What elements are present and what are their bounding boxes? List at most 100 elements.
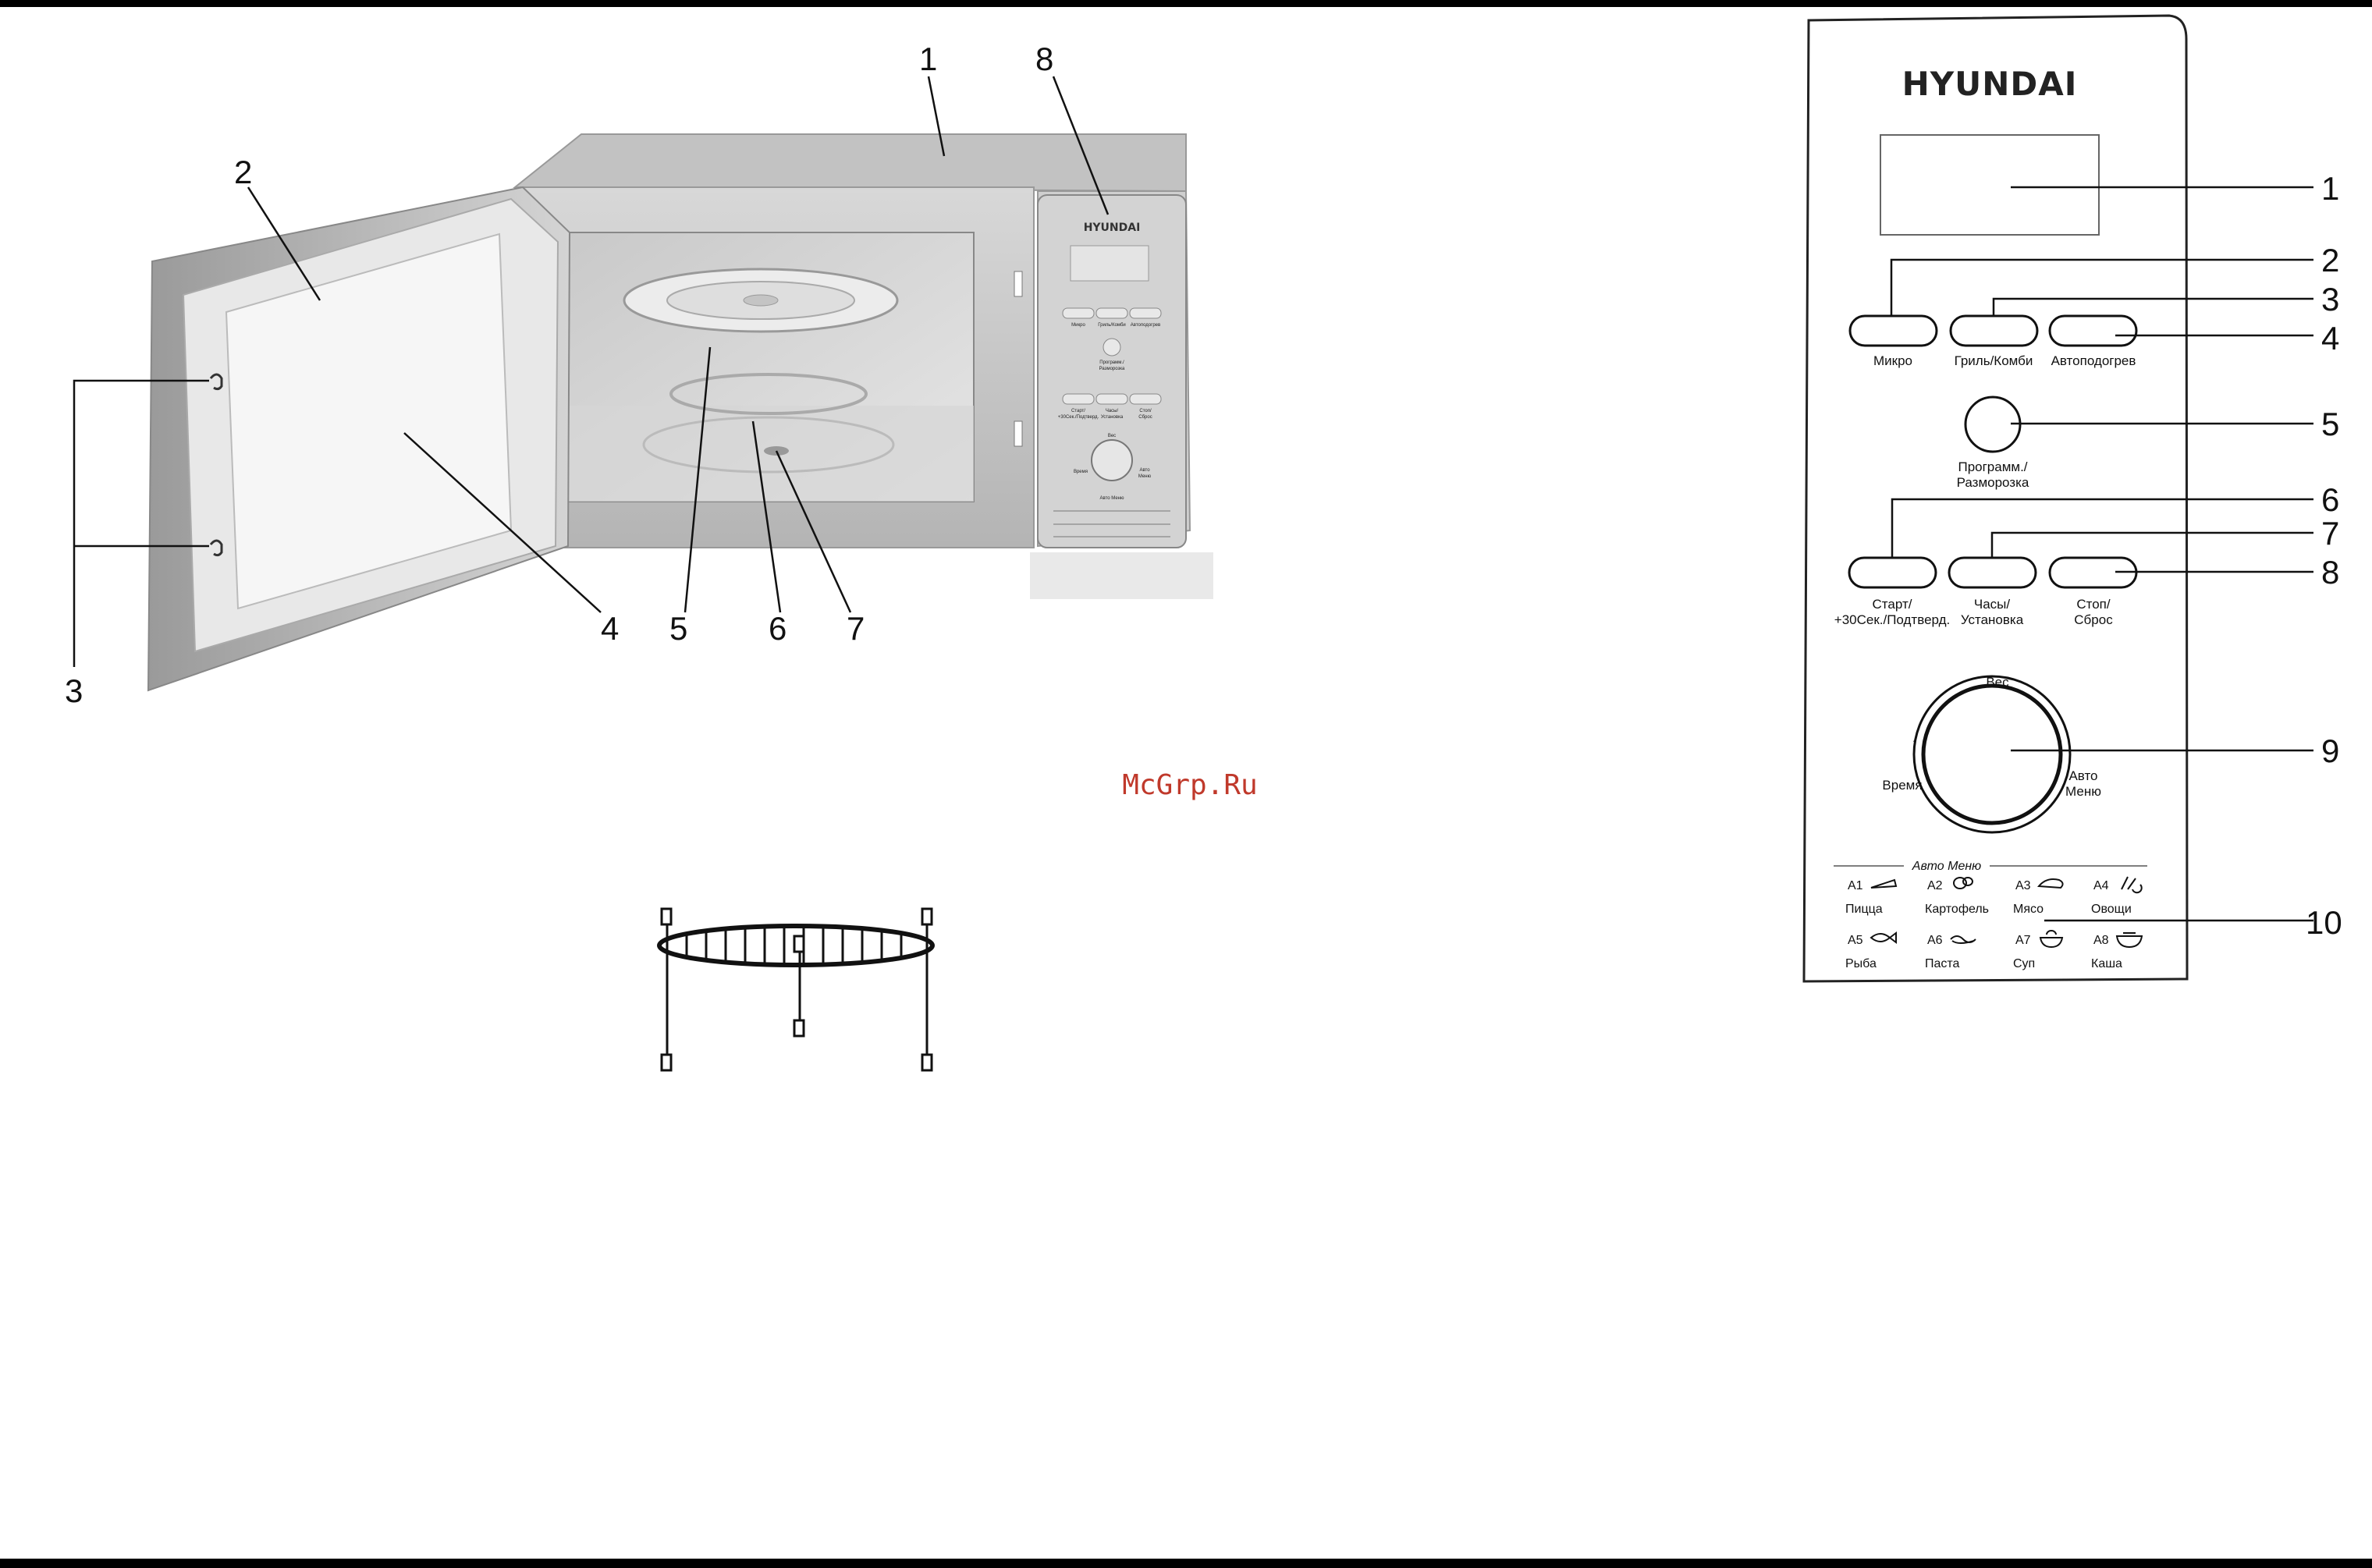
panel-callout-5: 5 (2321, 406, 2339, 442)
panel-callouts: 1 2 3 4 5 6 7 8 9 10 (2306, 170, 2342, 941)
callout-1: 1 (919, 41, 937, 77)
auto-menu-code: A2 (1927, 879, 1943, 892)
auto-reheat-label: Автоподогрев (2051, 353, 2136, 368)
panel-callout-7: 7 (2321, 515, 2339, 552)
mini-control-panel (1037, 194, 1187, 548)
porridge-icon (2115, 932, 2143, 949)
top-border (0, 0, 2372, 7)
door-hooks (209, 373, 223, 557)
mini-label-program2: Разморозка (1099, 367, 1125, 371)
micro-label: Микро (1873, 353, 1912, 368)
display (1880, 134, 2100, 236)
mini-auto-title: Авто Меню (1100, 496, 1124, 501)
auto-reheat-button[interactable] (2048, 314, 2138, 347)
floor-track (642, 416, 895, 474)
grill-combi-label: Гриль/Комби (1955, 353, 2033, 368)
auto-menu-code: A6 (1927, 934, 1943, 947)
auto-menu-name: Картофель (1925, 903, 1989, 916)
auto-menu-code: A3 (2015, 879, 2031, 892)
panel-callout-4: 4 (2321, 320, 2339, 357)
microwave-callouts: 1 2 3 4 5 6 7 8 (65, 41, 1053, 709)
mini-label-clock: Часы/ (1106, 409, 1119, 413)
microwave-top (513, 133, 1187, 193)
mini-dial-left: Время (1074, 470, 1088, 474)
micro-button[interactable] (1848, 314, 1938, 347)
vegetables-icon (2121, 876, 2143, 894)
mini-program-button (1103, 338, 1121, 357)
callout-4: 4 (601, 610, 619, 647)
auto-menu-code: A1 (1848, 879, 1863, 892)
callout-5: 5 (669, 610, 687, 647)
panel-callout-10: 10 (2306, 904, 2342, 941)
callout-8: 8 (1035, 41, 1053, 77)
mini-label-start2: +30Сек./Подтверд. (1058, 415, 1099, 420)
meat-icon (2036, 878, 2064, 889)
panel-leaders (1890, 186, 2313, 922)
mini-display (1070, 245, 1149, 282)
mini-label-micro: Микро (1071, 323, 1085, 328)
callout-3: 3 (65, 672, 83, 709)
panel-callout-2: 2 (2321, 242, 2339, 278)
clock-label-line1: Часы/ (1974, 597, 2011, 612)
auto-menu-name: Пицца (1845, 903, 1883, 916)
callout-6: 6 (769, 610, 787, 647)
auto-menu-name: Мясо (2013, 903, 2044, 916)
roller-ring (669, 373, 868, 415)
pasta-icon (1950, 935, 1976, 944)
callout-7: 7 (847, 610, 865, 647)
program-label-line1: Программ./ (1958, 459, 2027, 474)
auto-menu-code: A8 (2093, 934, 2109, 947)
auto-menu-code: A5 (1848, 934, 1863, 947)
latch-slot-top (1014, 271, 1023, 297)
mini-buttons-row2 (1062, 393, 1162, 405)
mini-dial (1091, 439, 1133, 481)
mini-auto-menu (1053, 510, 1170, 537)
microwave-illustration: HYUNDAI Микро Гриль/Комби Автоподогрев П… (147, 133, 1213, 692)
auto-menu-name: Каша (2091, 957, 2122, 970)
auto-menu-grid: A1ПиццаA2КартофельA3МясоA4ОвощиA5РыбаA6П… (1845, 876, 2143, 970)
mini-label-program: Программ./ (1099, 360, 1124, 365)
dial-knob[interactable] (1921, 683, 2063, 825)
auto-menu-name: Суп (2013, 957, 2035, 970)
mini-label-clock2: Установка (1101, 415, 1124, 420)
mini-label-start: Старт/ (1071, 409, 1085, 413)
dial-label-auto: Авто (2068, 768, 2097, 783)
control-panel: HYUNDAI Микро Гриль/Комби Автоподогрев П… (1802, 14, 2342, 983)
start-label-line1: Старт/ (1873, 597, 1912, 612)
mini-buttons-row1 (1062, 307, 1162, 319)
mini-label-reheat: Автоподогрев (1131, 323, 1160, 328)
tray-hub (743, 294, 779, 307)
soup-icon (2039, 930, 2064, 949)
clock-button[interactable] (1948, 556, 2037, 589)
mini-brand: HYUNDAI (1084, 222, 1141, 234)
auto-menu-name: Рыба (1845, 957, 1877, 970)
program-label-line2: Разморозка (1957, 475, 2029, 490)
mini-dial-right2: Меню (1138, 474, 1152, 479)
panel-callout-1: 1 (2321, 170, 2339, 207)
fish-icon (1870, 931, 1897, 944)
dial-label-time: Время (1882, 778, 1922, 793)
mini-dial-top: Вес (1108, 434, 1116, 438)
panel-callout-8: 8 (2321, 554, 2339, 591)
latch-slot-bottom (1014, 420, 1023, 447)
stop-label-line1: Стоп/ (2076, 597, 2111, 612)
mini-label-grill: Гриль/Комби (1098, 323, 1126, 328)
mini-dial-right: Авто (1139, 468, 1150, 473)
auto-menu-code: A4 (2093, 879, 2109, 892)
dial-label-weight: Вес (1986, 675, 2009, 690)
bottom-border (0, 1559, 2372, 1568)
auto-menu-code: A7 (2015, 934, 2031, 947)
microwave-leaders (73, 76, 1110, 667)
pizza-icon (1870, 878, 1898, 889)
start-button[interactable] (1848, 556, 1937, 589)
dial-label-menu: Меню (2065, 784, 2101, 799)
mini-label-stop2: Сброс (1138, 415, 1152, 420)
panel-callout-3: 3 (2321, 281, 2339, 318)
auto-menu-title: Авто Меню (1912, 860, 1981, 873)
grill-combi-button[interactable] (1949, 314, 2039, 347)
brand-logo: HYUNDAI (1902, 65, 2078, 103)
auto-menu-name: Паста (1925, 957, 1960, 970)
grill-rack (657, 907, 935, 1072)
clock-label-line2: Установка (1961, 612, 2024, 627)
